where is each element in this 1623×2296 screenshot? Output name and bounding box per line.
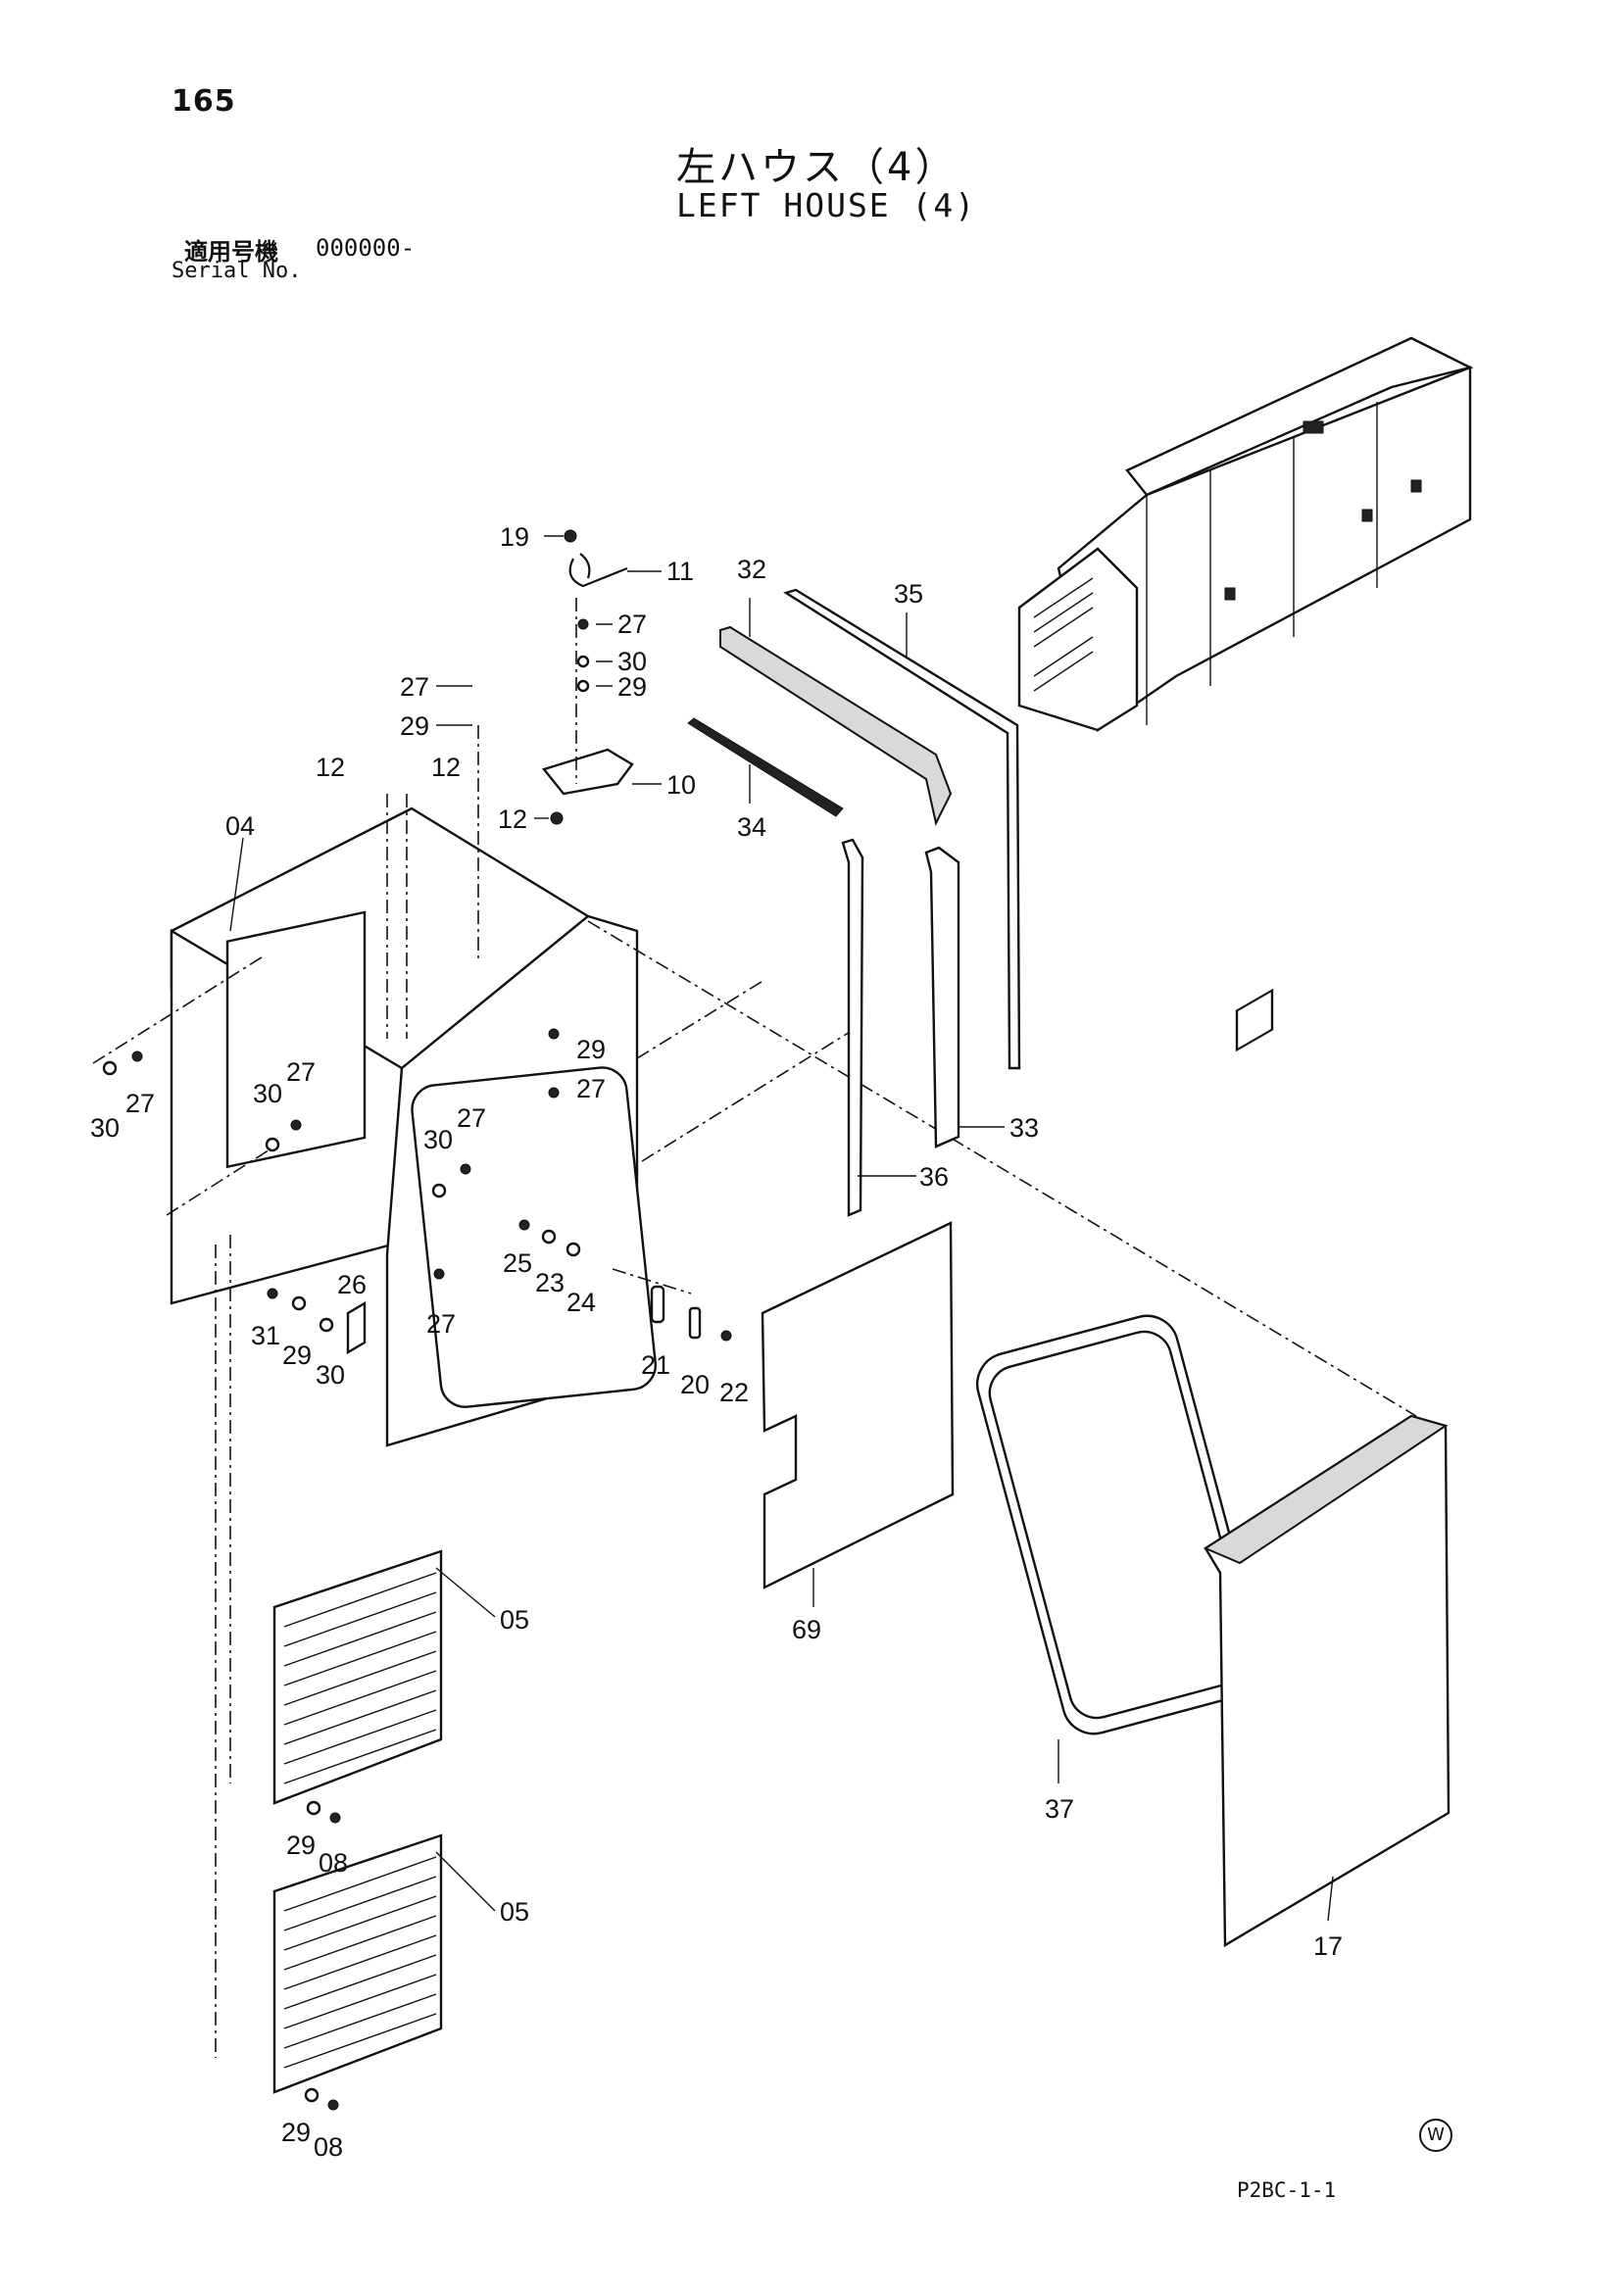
callout-05: 05 (500, 1605, 529, 1635)
insulation-panel (761, 1221, 955, 1589)
callout-12: 12 (431, 753, 461, 782)
callout-27: 27 (576, 1074, 606, 1103)
callout-11: 11 (666, 557, 694, 586)
callout-32: 32 (737, 555, 766, 584)
callout-30: 30 (316, 1360, 345, 1390)
machine-overview-illustration (1017, 336, 1474, 732)
callout-12: 12 (498, 805, 527, 834)
callout-30: 30 (423, 1125, 453, 1154)
callout-37: 37 (1045, 1794, 1074, 1824)
serial-label-japanese: 適用号機 (184, 238, 278, 266)
callout-27: 27 (400, 672, 429, 702)
callout-26: 26 (337, 1270, 367, 1299)
callout-19: 19 (500, 522, 529, 552)
page-title-japanese: 左ハウス（4） (676, 145, 958, 190)
callout-23: 23 (535, 1268, 565, 1297)
callout-27: 27 (426, 1309, 456, 1339)
callout-35: 35 (894, 579, 923, 609)
callout-69: 69 (792, 1615, 821, 1644)
w-circle-mark: W (1419, 2119, 1452, 2152)
callout-31: 31 (251, 1321, 280, 1350)
callout-17: 17 (1313, 1931, 1343, 1961)
callout-29: 29 (281, 2118, 311, 2147)
callout-25: 25 (503, 1248, 532, 1278)
latch-parts (650, 1285, 732, 1342)
callout-30: 30 (253, 1079, 282, 1108)
callout-24: 24 (566, 1288, 596, 1317)
callout-36: 36 (919, 1162, 949, 1192)
seal-strips (687, 588, 1021, 1217)
callout-33: 33 (1009, 1113, 1039, 1143)
callout-29: 29 (617, 672, 647, 702)
callout-27: 27 (617, 610, 647, 639)
callout-05: 05 (500, 1897, 529, 1927)
page-title-english: LEFT HOUSE (4) (676, 186, 977, 224)
callout-29: 29 (282, 1341, 312, 1370)
callout-30: 30 (617, 647, 647, 676)
callout-21: 21 (641, 1350, 670, 1380)
callout-20: 20 (680, 1370, 710, 1399)
callout-29: 29 (400, 711, 429, 741)
door-panel (1203, 988, 1451, 1948)
callout-34: 34 (737, 812, 766, 842)
serial-label-english: Serial No. (172, 259, 302, 283)
callout-29: 29 (576, 1035, 606, 1064)
callout-08: 08 (319, 1848, 348, 1878)
callout-30: 30 (90, 1113, 120, 1143)
callout-08: 08 (314, 2132, 343, 2162)
door-seal (975, 1314, 1265, 1735)
leader-lines (229, 535, 1334, 1922)
louver-lower (272, 1833, 443, 2111)
callout-10: 10 (666, 770, 696, 800)
callout-27: 27 (125, 1089, 155, 1118)
serial-number-value: 000000- (316, 234, 416, 262)
louver-upper (272, 1549, 443, 1824)
callout-22: 22 (719, 1378, 749, 1407)
callout-04: 04 (225, 811, 255, 841)
callout-labels: 19 11 27 30 29 27 29 12 12 10 12 04 32 3… (90, 522, 1343, 2162)
bracket-parts (541, 529, 634, 825)
callout-29: 29 (286, 1831, 316, 1860)
left-house-frame (92, 725, 1417, 2058)
callout-27: 27 (457, 1103, 486, 1133)
figure-code: P2BC-1-1 (1237, 2178, 1337, 2202)
callout-12: 12 (316, 753, 345, 782)
page-number: 165 (172, 84, 236, 119)
callout-27: 27 (286, 1057, 316, 1087)
